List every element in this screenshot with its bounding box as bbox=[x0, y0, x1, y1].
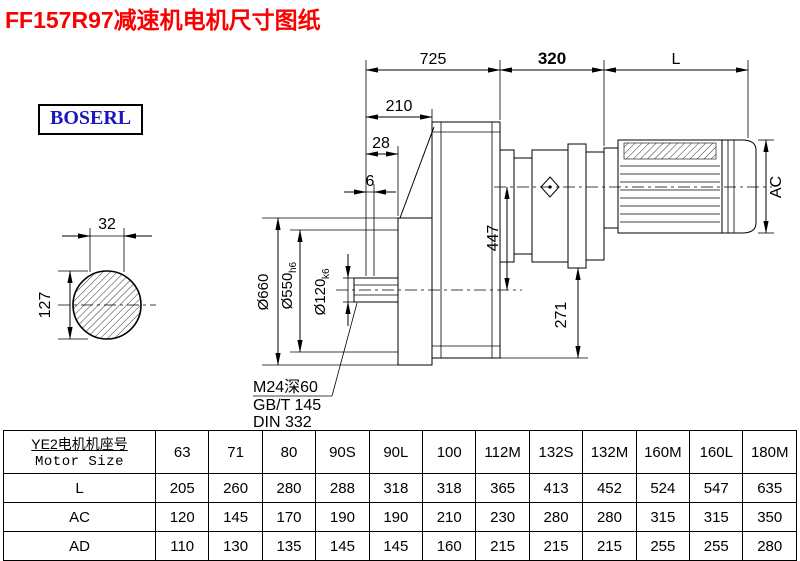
thread-note-group: M24深60 GB/T 145 DIN 332 bbox=[253, 302, 358, 430]
table-cell: 280 bbox=[582, 502, 637, 532]
dim-320-label: 320 bbox=[538, 49, 566, 68]
table-cell: 110 bbox=[154, 531, 210, 561]
dim-group-vertical: AC 447 271 bbox=[485, 139, 785, 359]
motor-view bbox=[494, 139, 772, 234]
table-row-AC: AC 120 145 170 190 190 210 230 280 280 3… bbox=[3, 502, 797, 532]
table-cell: 160 bbox=[422, 531, 477, 561]
column-header: 132S bbox=[528, 430, 584, 474]
row-label: AC bbox=[3, 502, 156, 532]
column-header: 71 bbox=[208, 430, 263, 474]
dim-660-label: Ø660 bbox=[255, 274, 272, 311]
column-header: 180M bbox=[742, 430, 797, 474]
brand-diamond-icon bbox=[540, 176, 560, 198]
dim-120-label: Ø120 bbox=[312, 279, 329, 316]
thread-note: M24深60 bbox=[253, 378, 318, 396]
motor-adapter bbox=[499, 143, 605, 269]
motor-size-header: YE2电机机座号 Motor Size bbox=[3, 430, 156, 474]
table-cell: 315 bbox=[635, 502, 691, 532]
table-cell: 145 bbox=[208, 502, 263, 532]
dim-271-label: 271 bbox=[553, 302, 570, 329]
fan-cover bbox=[721, 139, 757, 234]
shaft-end-view: 32 127 bbox=[37, 216, 156, 340]
motor-flange bbox=[603, 147, 619, 229]
dim-6-label: 6 bbox=[366, 173, 375, 190]
column-header: 80 bbox=[261, 430, 317, 474]
table-row-L: L 205 260 280 288 318 318 365 413 452 52… bbox=[3, 473, 797, 503]
row-label: AD bbox=[3, 531, 156, 561]
column-header: 63 bbox=[154, 430, 210, 474]
brand-logo: BOSERL bbox=[38, 104, 144, 135]
dim-550-label: Ø550 bbox=[279, 273, 296, 310]
motor-size-table: YE2电机机座号 Motor Size 63 71 80 90S 90L 100… bbox=[3, 430, 797, 561]
dim-127-label: 127 bbox=[37, 292, 54, 319]
table-cell: 547 bbox=[689, 473, 744, 503]
motor-size-header-en: Motor Size bbox=[34, 454, 124, 470]
dim-120-tolerance: k6 bbox=[321, 268, 332, 279]
table-cell: 318 bbox=[422, 473, 477, 503]
table-cell: 635 bbox=[742, 473, 797, 503]
column-header: 90L bbox=[368, 430, 424, 474]
column-header: 100 bbox=[422, 430, 477, 474]
table-cell: 452 bbox=[582, 473, 637, 503]
table-cell: 280 bbox=[261, 473, 317, 503]
dim-L-label: L bbox=[672, 51, 681, 68]
table-cell: 350 bbox=[742, 502, 797, 532]
table-cell: 280 bbox=[742, 531, 797, 561]
dim-32-label: 32 bbox=[98, 216, 116, 233]
table-cell: 190 bbox=[315, 502, 370, 532]
column-header: 132M bbox=[582, 430, 637, 474]
motor-terminal-strip bbox=[623, 142, 717, 160]
table-cell: 120 bbox=[154, 502, 210, 532]
dim-AC-label: AC bbox=[768, 176, 785, 198]
dim-447-label: 447 bbox=[485, 225, 502, 252]
table-cell: 130 bbox=[208, 531, 263, 561]
table-cell: 255 bbox=[689, 531, 744, 561]
column-header: 90S bbox=[315, 430, 370, 474]
table-cell: 210 bbox=[422, 502, 477, 532]
table-cell: 260 bbox=[208, 473, 263, 503]
table-cell: 315 bbox=[689, 502, 744, 532]
table-cell: 280 bbox=[528, 502, 584, 532]
table-cell: 145 bbox=[315, 531, 370, 561]
table-cell: 288 bbox=[315, 473, 370, 503]
standard-gb: GB/T 145 bbox=[253, 397, 321, 414]
table-row-AD: AD 110 130 135 145 145 160 215 215 215 2… bbox=[3, 531, 797, 561]
table-cell: 524 bbox=[635, 473, 691, 503]
dim-group-top: 725 320 L 210 28 6 bbox=[344, 49, 749, 276]
technical-drawing: 725 320 L 210 28 6 32 bbox=[37, 49, 785, 430]
flange-plate bbox=[397, 217, 433, 366]
table-cell: 318 bbox=[368, 473, 424, 503]
standard-din: DIN 332 bbox=[253, 414, 312, 430]
row-label: L bbox=[3, 473, 156, 503]
dim-28-label: 28 bbox=[372, 135, 390, 152]
table-cell: 413 bbox=[528, 473, 584, 503]
motor-size-header-cn: YE2电机机座号 bbox=[31, 436, 128, 452]
table-cell: 215 bbox=[475, 531, 530, 561]
column-header: 160M bbox=[635, 430, 691, 474]
column-header: 160L bbox=[689, 430, 744, 474]
page-title: FF157R97减速机电机尺寸图纸 bbox=[5, 7, 321, 33]
dim-550-tolerance: h6 bbox=[288, 261, 299, 273]
table-cell: 215 bbox=[582, 531, 637, 561]
table-cell: 215 bbox=[528, 531, 584, 561]
dim-210-label: 210 bbox=[386, 98, 413, 115]
table-cell: 365 bbox=[475, 473, 530, 503]
dim-725-label: 725 bbox=[420, 51, 447, 68]
column-header: 112M bbox=[475, 430, 530, 474]
table-cell: 170 bbox=[261, 502, 317, 532]
table-cell: 205 bbox=[154, 473, 210, 503]
table-header-row: YE2电机机座号 Motor Size 63 71 80 90S 90L 100… bbox=[3, 430, 797, 474]
table-cell: 135 bbox=[261, 531, 317, 561]
dim-group-diameters: Ø660 Ø550 h6 Ø120 k6 bbox=[255, 217, 398, 366]
table-cell: 190 bbox=[368, 502, 424, 532]
table-cell: 145 bbox=[368, 531, 424, 561]
table-cell: 230 bbox=[475, 502, 530, 532]
table-cell: 255 bbox=[635, 531, 691, 561]
